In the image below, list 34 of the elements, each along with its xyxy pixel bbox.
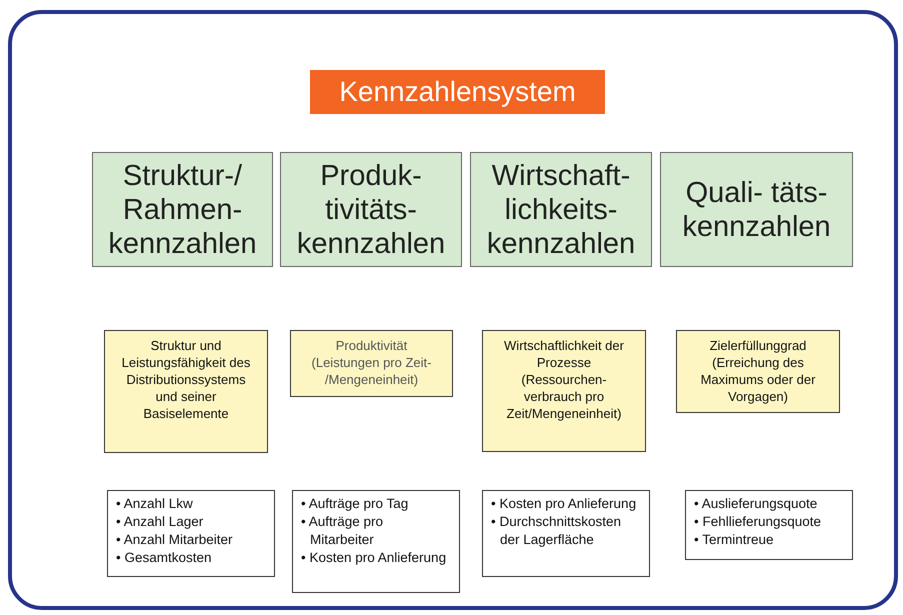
category-box	[470, 152, 652, 267]
category-box	[660, 152, 853, 267]
description-box	[482, 330, 646, 452]
category-title: Quali- täts- kennzahlen	[682, 176, 832, 244]
category-title: Produk- tivitäts- kennzahlen	[296, 158, 446, 260]
list-item: • Anzahl Lkw	[116, 495, 194, 513]
list-box	[685, 490, 853, 560]
title-text: Kennzahlensystem	[339, 76, 576, 108]
list-item: • Fehllieferungsquote	[694, 513, 822, 531]
description-text: Struktur und Leistungsfähigkeit des Distributionssystems und seiner Basiselemente	[120, 337, 252, 422]
title-box	[310, 70, 605, 114]
list-item: • Kosten pro Anlieferung	[301, 549, 448, 567]
list-item: • Auslieferungsquote	[694, 495, 818, 513]
list-box	[292, 490, 460, 593]
description-text: Wirtschaftlichkeit der Prozesse (Ressourchen- verbrauch pro Zeit/Mengeneinheit)	[503, 337, 625, 422]
list-box	[482, 490, 650, 577]
list-box	[107, 490, 275, 577]
description-box	[676, 330, 840, 413]
list-item: • Termintreue	[694, 531, 775, 549]
description-text: Produktivität (Leistungen pro Zeit- /Mengeneinheit)	[310, 337, 432, 388]
description-box	[104, 330, 268, 453]
category-title: Struktur-/ Rahmen- kennzahlen	[108, 158, 258, 260]
list-item: • Durchschnittskosten der Lagerfläche	[491, 513, 622, 549]
description-box	[290, 330, 453, 397]
list-item: • Aufträge pro Mitarbeiter	[301, 513, 384, 549]
list-item: • Kosten pro Anlieferung	[491, 495, 638, 513]
category-box	[280, 152, 462, 267]
category-title: Wirtschaft- lichkeits- kennzahlen	[486, 158, 636, 260]
list-item: • Gesamtkosten	[116, 549, 213, 567]
list-item: • Anzahl Mitarbeiter	[116, 531, 233, 549]
list-item: • Aufträge pro Tag	[301, 495, 410, 513]
list-item: • Anzahl Lager	[116, 513, 204, 531]
description-text: Zielerfüllunggrad (Erreichung des Maximums oder der Vorgagen)	[700, 337, 816, 405]
category-box	[92, 152, 273, 267]
